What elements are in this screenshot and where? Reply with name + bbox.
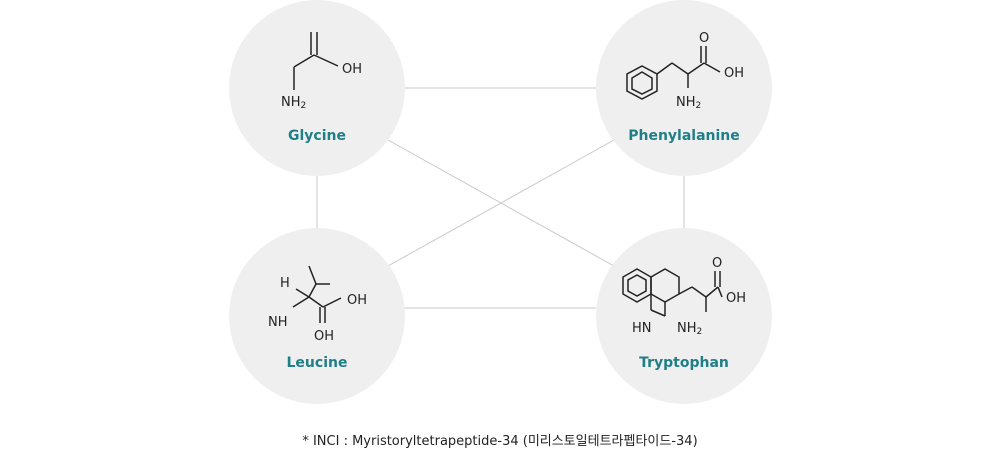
- tryptophan-o: O: [712, 256, 722, 271]
- edge-phenylalanine-leucine: [387, 139, 615, 267]
- tryptophan-structure: [622, 268, 723, 317]
- phenylalanine-nh2: NH2: [676, 95, 701, 111]
- leucine-label: Leucine: [286, 355, 348, 371]
- phenylalanine-o: O: [699, 31, 709, 46]
- leucine-circle: [229, 228, 405, 404]
- phenylalanine-label: Phenylalanine: [628, 128, 740, 144]
- leucine-structure: [292, 265, 342, 323]
- phenylalanine-structure: [626, 46, 721, 100]
- tryptophan-label: Tryptophan: [639, 355, 729, 371]
- leucine-h: H: [280, 276, 290, 291]
- glycine-label: Glycine: [288, 128, 346, 144]
- leucine-nh: NH: [268, 315, 288, 330]
- glycine-oh: OH: [342, 62, 362, 77]
- tryptophan-hn: HN: [632, 321, 652, 336]
- leucine-oh-bottom: OH: [314, 329, 334, 344]
- tryptophan-circle: [596, 228, 772, 404]
- leucine-oh-top: OH: [347, 293, 367, 308]
- inci-footnote: * INCI : Myristoryltetrapeptide-34 (미리스토…: [302, 434, 698, 449]
- tryptophan-nh2: NH2: [677, 321, 702, 337]
- tryptophan-oh: OH: [726, 291, 746, 306]
- glycine-structure: [293, 32, 339, 90]
- phenylalanine-circle: [596, 0, 772, 176]
- glycine-circle: [229, 0, 405, 176]
- phenylalanine-oh: OH: [724, 66, 744, 81]
- glycine-nh2: NH2: [281, 95, 306, 111]
